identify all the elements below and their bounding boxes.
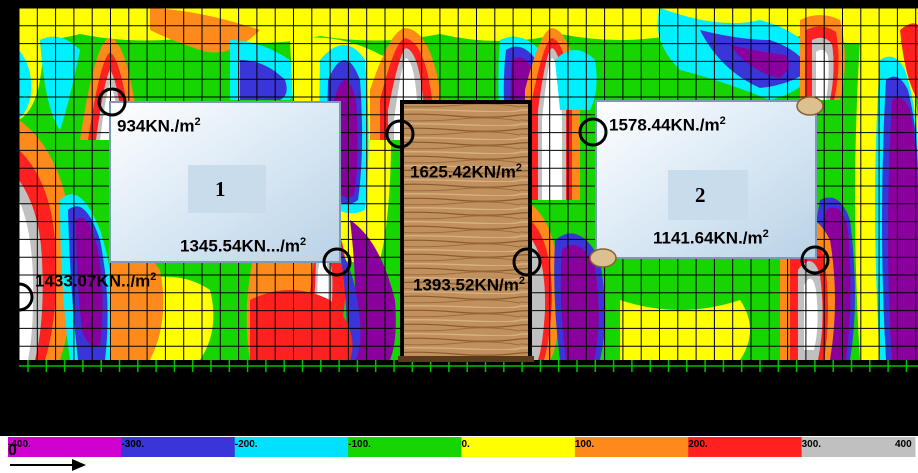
wood-door-base xyxy=(398,356,534,362)
support-strip xyxy=(0,360,918,436)
scale-segment xyxy=(121,437,236,457)
scale-segment xyxy=(688,437,803,457)
annotation-1: 934KN./m2 xyxy=(117,116,201,136)
scale-tick: 0. xyxy=(461,439,470,450)
wood-door xyxy=(400,100,532,360)
scale-segment xyxy=(348,437,462,457)
scale-segment xyxy=(234,437,349,457)
panel-2-number: 2 xyxy=(695,183,706,207)
scale-tick: 100. xyxy=(574,439,595,450)
measure-circles xyxy=(4,87,830,312)
scale-segment xyxy=(801,437,916,457)
annotation-2: 1345.54KN.../m2 xyxy=(180,236,307,256)
scale-tick: -300. xyxy=(121,439,145,450)
measure-circle-1 xyxy=(97,87,127,117)
scale-tick: -400. xyxy=(8,439,31,450)
left-frame xyxy=(0,0,19,436)
panel-2-label-box xyxy=(668,170,748,220)
support-markers xyxy=(19,360,918,372)
scale-segment xyxy=(8,437,122,457)
scale-tick: -100. xyxy=(348,439,371,450)
panel-2-pin-bottom xyxy=(589,248,617,268)
measure-circle-3 xyxy=(4,282,34,312)
panel-2-pin-top xyxy=(796,96,824,116)
origin-arrow-head xyxy=(72,459,86,471)
measure-circle-2 xyxy=(322,247,352,277)
annotation-5: 1393.52KN/m2 xyxy=(413,275,525,295)
measure-circle-7 xyxy=(800,245,830,275)
scale-tick: 400 xyxy=(895,439,912,450)
panel-1-label-box xyxy=(188,165,266,213)
measure-circle-6 xyxy=(578,117,608,147)
scale-tick: 200. xyxy=(688,439,708,450)
top-frame xyxy=(0,0,918,8)
annotation-4: 1625.42KN/m2 xyxy=(410,162,522,182)
scale-segment xyxy=(574,437,689,457)
measure-circle-5 xyxy=(512,247,542,277)
scale-segment xyxy=(461,437,576,457)
annotation-7: 1141.64KN./m2 xyxy=(653,228,769,248)
measure-circle-4 xyxy=(385,119,415,149)
origin-label: 0 xyxy=(8,442,17,459)
color-scale-bar xyxy=(8,437,916,457)
panel-1-number: 1 xyxy=(215,177,226,201)
scale-tick: 300. xyxy=(801,439,822,450)
scale-tick: -200. xyxy=(234,439,258,450)
annotation-3: 1433.07KN../m2 xyxy=(35,271,157,291)
annotation-6: 1578.44KN./m2 xyxy=(609,115,726,135)
contour-plume-1 xyxy=(60,194,114,360)
